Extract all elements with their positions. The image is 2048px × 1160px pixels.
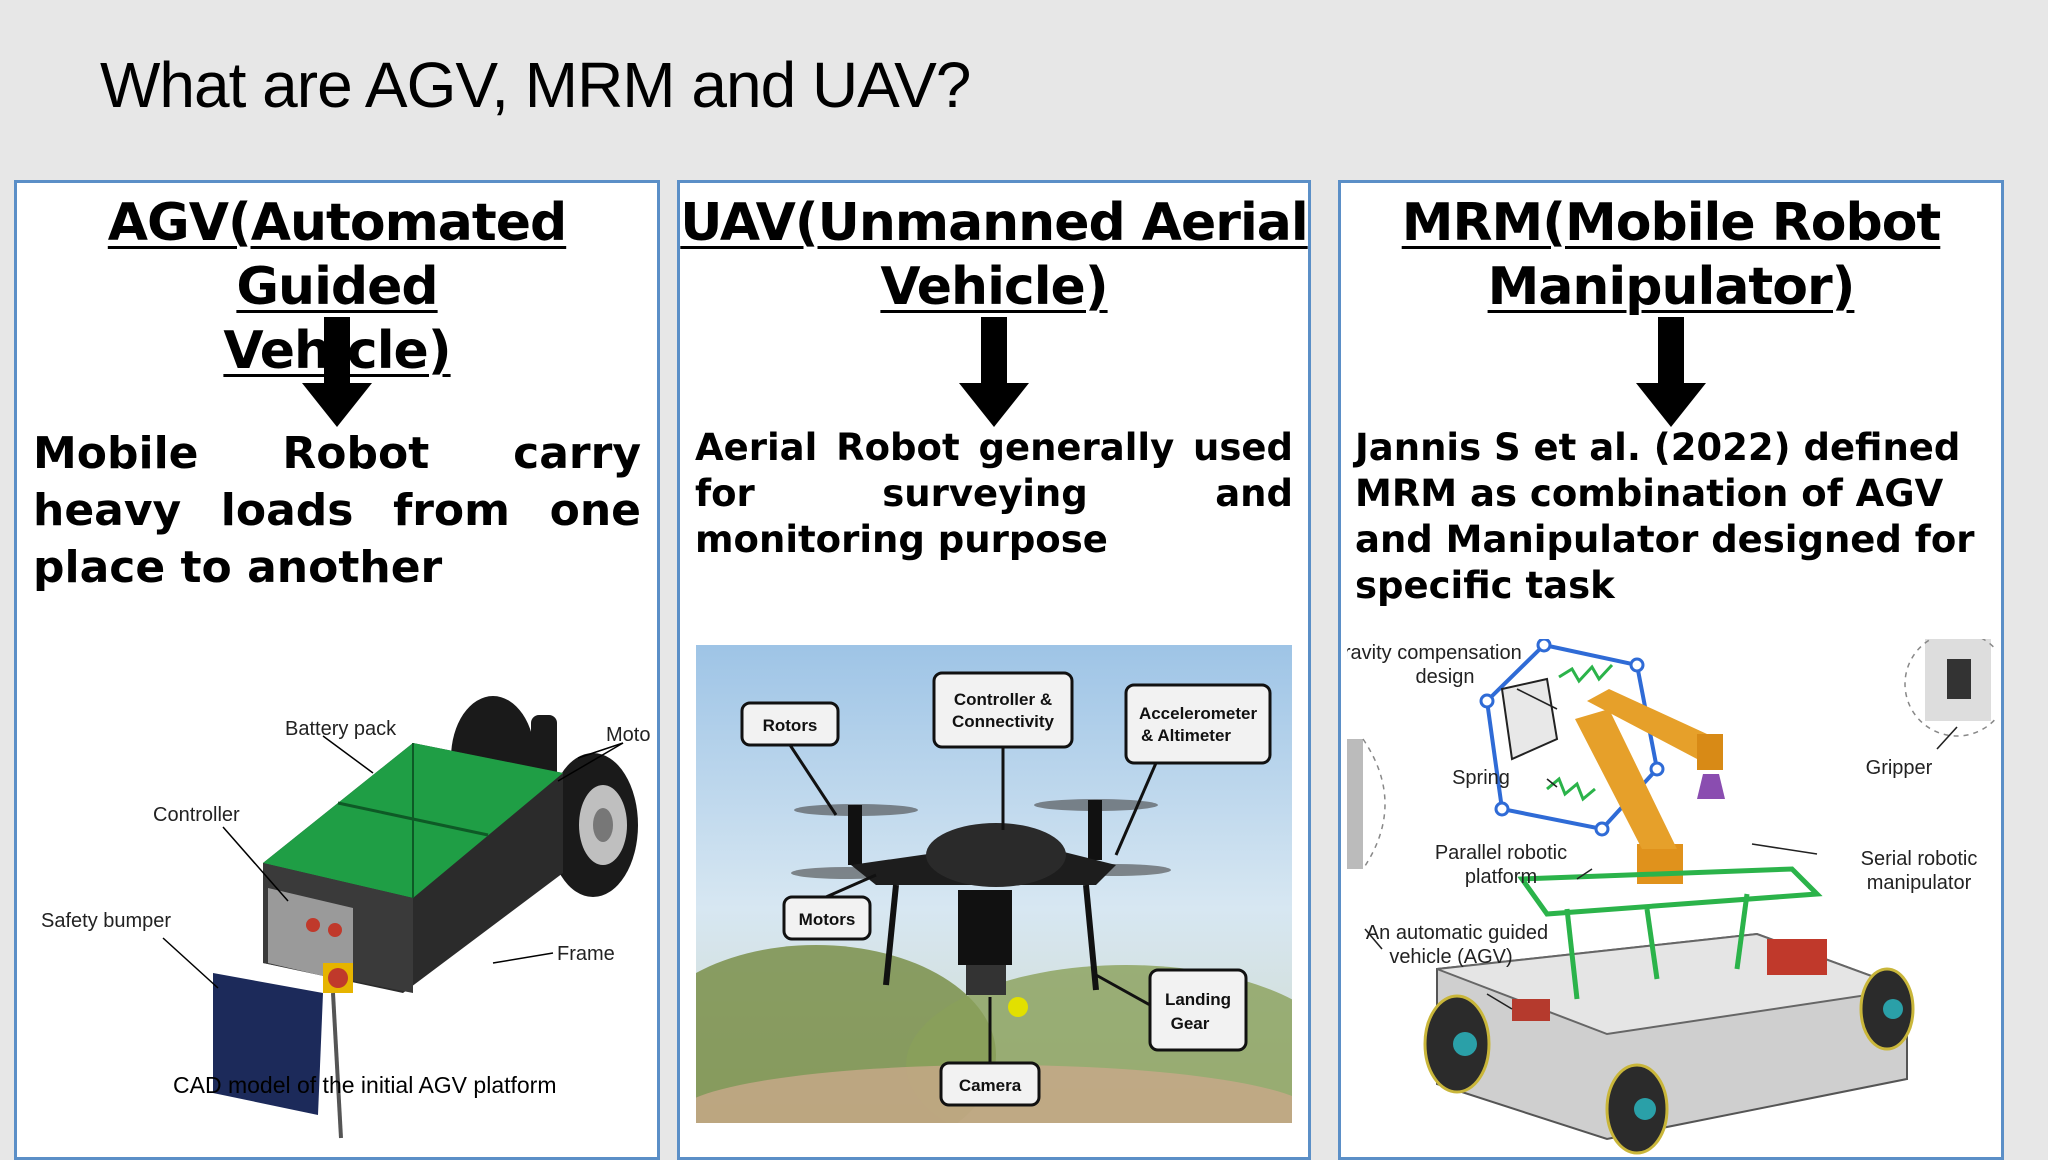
uav-label-landing-1: Landing xyxy=(1165,990,1231,1009)
uav-description: Aerial Robot generally used for surveyin… xyxy=(695,426,1293,561)
uav-label-camera: Camera xyxy=(959,1076,1022,1095)
mrm-label-agv-1: An automatic guided xyxy=(1366,922,1548,944)
uav-drone-photo: Rotors Controller & Connectivity Acceler… xyxy=(696,645,1292,1123)
agv-label-motors: Motors xyxy=(606,724,651,746)
agv-figure-caption: CAD model of the initial AGV platform xyxy=(173,1072,557,1098)
mrm-heading-line2: Manipulator) xyxy=(1487,257,1856,317)
agv-label-frame: Frame xyxy=(557,943,615,965)
mrm-panel: MRM(Mobile Robot Manipulator) Jannis S e… xyxy=(1338,180,2004,1160)
uav-label-landing-2: Gear xyxy=(1171,1014,1210,1033)
mrm-label-gravity-1: Gravity compensation xyxy=(1347,642,1522,664)
agv-label-bumper: Safety bumper xyxy=(41,910,171,932)
mrm-label-gravity-2: design xyxy=(1416,666,1475,688)
uav-label-motors: Motors xyxy=(799,910,856,929)
uav-label-rotors: Rotors xyxy=(763,716,818,735)
down-arrow-icon xyxy=(959,317,1029,427)
agv-heading-line1: AGV(Automated Guided xyxy=(107,193,567,317)
mrm-label-spring: Spring xyxy=(1452,767,1510,789)
agv-label-battery: Battery pack xyxy=(285,718,397,740)
uav-heading: UAV(Unmanned Aerial Vehicle) xyxy=(680,191,1308,319)
uav-label-controller-2: Connectivity xyxy=(952,712,1055,731)
mrm-label-serial-1: Serial robotic xyxy=(1861,848,1978,870)
mrm-label-parallel-2: platform xyxy=(1465,866,1537,888)
agv-panel: AGV(Automated Guided Vehicle) Mobile Rob… xyxy=(14,180,660,1160)
uav-heading-line2: Vehicle) xyxy=(880,257,1108,317)
mrm-label-gripper: Gripper xyxy=(1866,757,1933,779)
mrm-label-parallel-1: Parallel robotic xyxy=(1435,842,1567,864)
slide-title: What are AGV, MRM and UAV? xyxy=(100,49,971,121)
mrm-heading: MRM(Mobile Robot Manipulator) xyxy=(1341,191,2001,319)
uav-heading-line1: UAV(Unmanned Aerial xyxy=(680,193,1308,253)
agv-description: Mobile Robot carry heavy loads from one … xyxy=(33,428,641,593)
mrm-heading-line1: MRM(Mobile Robot xyxy=(1401,193,1942,253)
mrm-diagram-figure: Gravity compensation design Gripper Spri… xyxy=(1347,639,1995,1157)
uav-panel: UAV(Unmanned Aerial Vehicle) Aerial Robo… xyxy=(677,180,1311,1160)
mrm-description: Jannis S et al. (2022) defined MRM as co… xyxy=(1355,426,1975,607)
agv-label-controller: Controller xyxy=(153,804,240,826)
agv-cad-figure: Battery pack Motors Controller Safety bu… xyxy=(23,663,651,1157)
agv-heading: AGV(Automated Guided Vehicle) xyxy=(17,191,657,383)
down-arrow-icon xyxy=(1636,317,1706,427)
uav-label-controller-1: Controller & xyxy=(954,690,1052,709)
uav-label-accel-1: Accelerometer xyxy=(1139,704,1258,723)
mrm-label-agv-2: vehicle (AGV) xyxy=(1389,946,1512,968)
mrm-label-serial-2: manipulator xyxy=(1867,872,1972,894)
down-arrow-icon xyxy=(302,317,372,427)
uav-label-accel-2: & Altimeter xyxy=(1141,726,1231,745)
